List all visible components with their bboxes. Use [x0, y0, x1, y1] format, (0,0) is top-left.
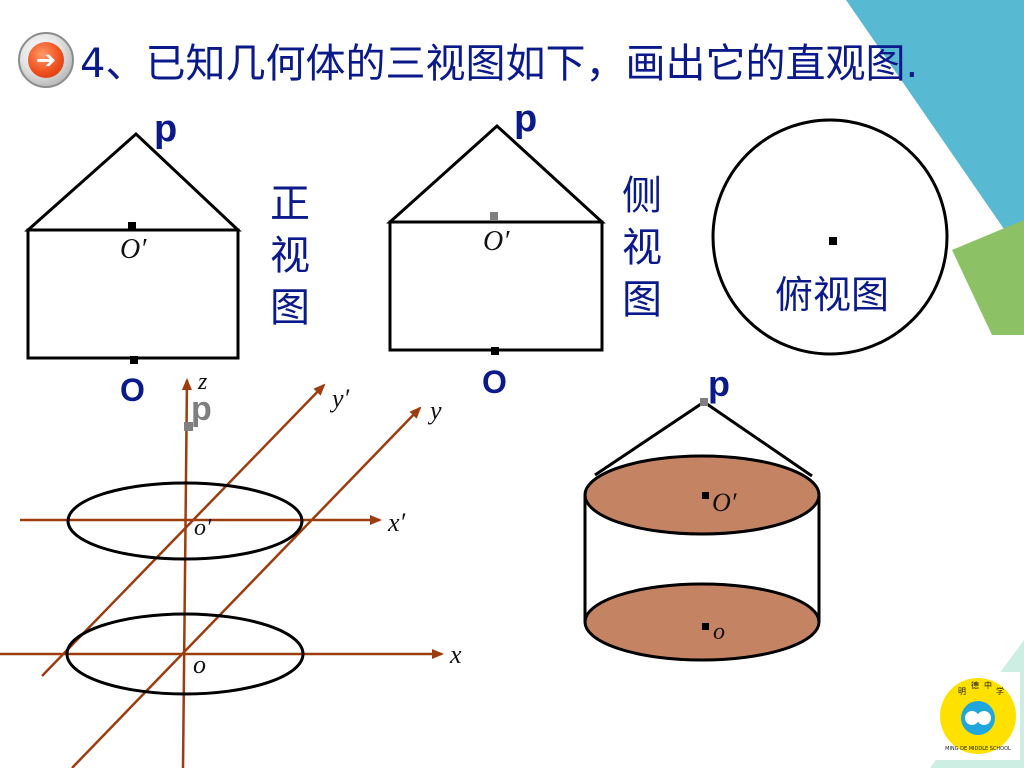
bottom-disk-center-point: [702, 623, 709, 630]
y-axis: [71, 406, 422, 768]
solid-apex-label: p: [708, 363, 730, 404]
front-view-label-char-1: 正: [270, 181, 310, 227]
teal-corner-shape: [846, 0, 1024, 258]
logo-ring-text: MING DE MIDDLE SCHOOL: [945, 746, 1011, 752]
green-corner-shape: [952, 220, 1024, 335]
side-center-label: O′: [483, 226, 510, 257]
o-label: o: [193, 650, 206, 679]
x-axis-label: x: [450, 640, 462, 669]
side-view-roof: [386, 123, 606, 224]
side-view-label-char-1: 侧: [622, 173, 662, 219]
arrow-right-icon: ➔: [28, 42, 64, 78]
y-prime-axis-label: y′: [332, 384, 350, 413]
problem-title: 4、已知几何体的三视图如下，画出它的直观图.: [80, 41, 919, 87]
upper-ellipse: [66, 481, 304, 561]
side-view-label-char-2: 视: [622, 225, 662, 271]
title-bar: ➔ 4、已知几何体的三视图如下，画出它的直观图.: [18, 28, 918, 92]
z-axis-label: z: [198, 369, 208, 395]
front-apex-label: p: [154, 108, 178, 150]
axes-apex-point: [184, 422, 193, 431]
y-axis-label: y: [430, 396, 442, 425]
logo-char-1: 明: [958, 687, 966, 696]
lower-ellipse: [65, 612, 305, 696]
top-view-center-point: [829, 237, 837, 245]
front-view: [24, 131, 242, 364]
side-base-point: [491, 347, 499, 355]
axes-figure: [0, 378, 444, 768]
logo-char-2: 德: [971, 680, 979, 690]
front-base-label: O: [120, 372, 145, 408]
school-logo: 明 德 中 学 MING DE MIDDLE SCHOOL: [936, 672, 1020, 760]
top-disk-center-label: O′: [712, 488, 737, 517]
side-view-label-char-3: 图: [622, 277, 662, 323]
axes-apex-label: p: [191, 390, 212, 428]
o-prime-label: o′: [194, 515, 212, 541]
logo-char-3: 中: [984, 680, 992, 690]
solid-figure: [583, 398, 821, 662]
logo-emblem-left: [965, 711, 979, 725]
top-disk-center-point: [702, 492, 709, 499]
side-view: [386, 123, 606, 355]
top-view-label: 俯视图: [774, 273, 889, 317]
bottom-disk: [583, 582, 821, 662]
side-base-label: O: [482, 364, 507, 400]
top-view: [711, 118, 949, 356]
cone-right-edge: [703, 400, 813, 478]
front-center-point: [128, 222, 136, 230]
cone-left-edge: [594, 400, 705, 477]
front-view-label-char-3: 图: [270, 285, 310, 331]
front-view-roof: [24, 131, 242, 232]
front-center-label: O′: [120, 234, 147, 265]
x-prime-axis-label: x′: [388, 508, 406, 537]
z-axis: [181, 378, 192, 768]
front-base-point: [130, 356, 138, 364]
side-center-point: [490, 212, 498, 220]
back-button[interactable]: ➔: [18, 32, 74, 88]
y-prime-axis: [41, 383, 326, 677]
side-apex-label: p: [514, 98, 538, 140]
front-view-label-char-2: 视: [270, 233, 310, 279]
logo-emblem-right: [977, 711, 991, 725]
bottom-disk-center-label: o: [713, 619, 725, 645]
logo-char-4: 学: [996, 686, 1004, 696]
solid-apex-point: [700, 398, 708, 406]
